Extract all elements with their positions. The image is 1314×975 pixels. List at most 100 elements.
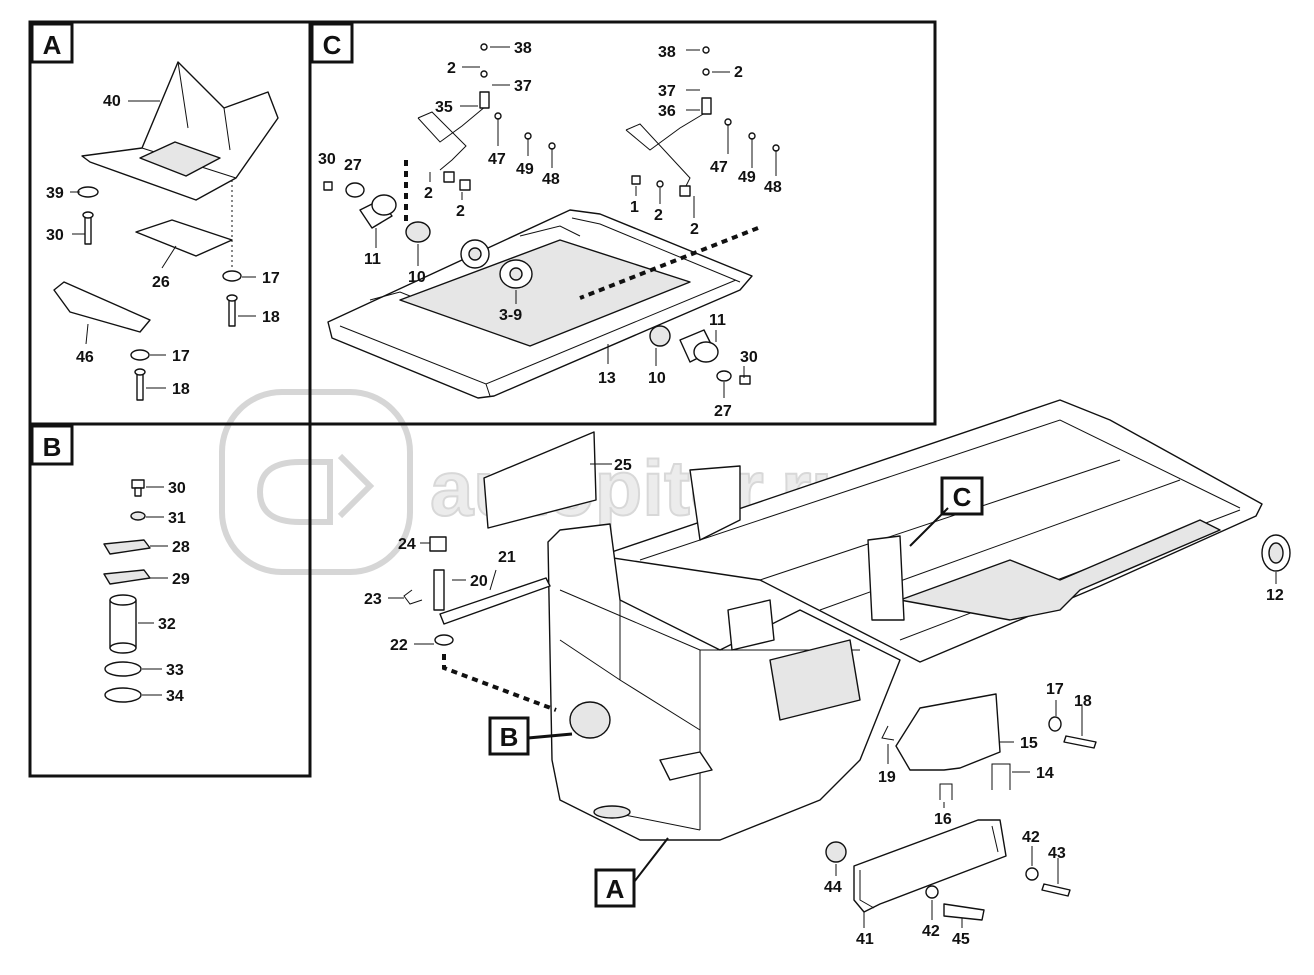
part-number-m21: 21: [498, 549, 516, 566]
callout-b-box: B: [488, 716, 573, 756]
line-part-35: [417, 105, 487, 171]
frame-rail-edges: [639, 419, 1241, 641]
fitting-part-2-c: [459, 179, 471, 191]
fitting-part-37-b: [701, 97, 712, 115]
part-number-c47b: 47: [710, 159, 728, 176]
bracket-part-15: [895, 693, 1001, 771]
washer-part-34: [104, 687, 142, 703]
plate-part-25: [483, 431, 597, 529]
part-number-c2b: 2: [424, 185, 433, 202]
part-number-m20: 20: [470, 573, 488, 590]
sleeve-part-10-a: [405, 221, 431, 243]
mount-block: [727, 599, 775, 651]
part-number-c2a: 2: [447, 60, 456, 77]
fitting-part-38-a: [480, 43, 488, 51]
section-b-label: B: [43, 432, 62, 462]
washer-part-17-m: [1048, 716, 1062, 732]
bolt-part-30-c-a: [323, 181, 333, 191]
part-number-a18a: 18: [262, 309, 280, 326]
bracket-part-46: [53, 281, 151, 333]
clip-part-23: [403, 589, 423, 605]
ubolt-part-14: [991, 763, 1011, 790]
part-number-m42b: 42: [922, 923, 940, 940]
part-number-m41: 41: [856, 931, 874, 948]
part-number-c37a: 37: [514, 78, 532, 95]
main-numbers: 25 24 21 23 20 22 12 17 18 15 19 14 16 4…: [364, 457, 1284, 948]
part-number-m23: 23: [364, 591, 382, 608]
fitting-part-37-a: [479, 91, 490, 109]
part-number-c11b: 11: [709, 312, 726, 329]
part-number-c10a: 10: [408, 269, 426, 286]
fitting-part-2-b: [443, 171, 455, 183]
bolt-part-30-a: [84, 214, 92, 245]
part-number-c39: 3-9: [499, 307, 522, 324]
frame-rails: [599, 399, 1263, 663]
part-number-m12: 12: [1266, 587, 1284, 604]
bolt-part-18-b-head: [134, 368, 146, 376]
washer-part-33: [104, 661, 142, 677]
part-number-m43: 43: [1048, 845, 1066, 862]
section-b-label-box: B: [30, 424, 74, 466]
part-number-a30: 30: [46, 227, 64, 244]
nut-part-31: [130, 511, 146, 521]
hitch-part-b: [569, 701, 611, 739]
section-c-frame: [308, 20, 937, 426]
tray-part-40: [81, 61, 279, 201]
sleeve-part-10-b: [649, 325, 671, 347]
callout-c-box: C: [909, 476, 984, 547]
bolt-part-18-m: [1063, 735, 1097, 749]
bolt-part-43: [1041, 883, 1071, 897]
part-number-c35: 35: [435, 99, 453, 116]
chassis-window: [769, 639, 861, 721]
main-dashed-paths: [442, 654, 557, 712]
part-number-a17a: 17: [262, 270, 280, 287]
fitting-part-2-a: [480, 70, 488, 78]
part-number-m44: 44: [824, 879, 842, 896]
section-b-parts: [103, 479, 151, 703]
part-number-c30b: 30: [740, 349, 758, 366]
part-number-b33: 33: [166, 662, 184, 679]
cradle-frame-edges: [339, 217, 741, 397]
section-a-parts: [53, 61, 279, 401]
part-number-c1: 1: [630, 199, 639, 216]
part-number-m15: 15: [1020, 735, 1038, 752]
section-c-leaders: [375, 46, 777, 398]
part-number-b32: 32: [158, 616, 176, 633]
callout-a-box: A: [594, 837, 669, 908]
spring-part-19: [881, 725, 895, 741]
bracket-part-41: [853, 819, 1007, 913]
section-c-label: C: [323, 30, 342, 60]
part-number-m25: 25: [614, 457, 632, 474]
section-c-dashed-paths: [404, 160, 759, 300]
nut-part-44: [825, 841, 847, 863]
section-a-label-box: A: [30, 22, 74, 64]
part-number-c2d: 2: [734, 64, 743, 81]
main-leaders: [388, 463, 1277, 928]
section-b-leaders: [138, 486, 168, 696]
link-part-21: [439, 577, 551, 625]
part-number-a18b: 18: [172, 381, 190, 398]
bolt-part-30-a-head: [82, 211, 94, 219]
part-number-c2e: 2: [654, 207, 663, 224]
part-number-a17b: 17: [172, 348, 190, 365]
tray-part-40-opening: [139, 141, 221, 177]
section-c-numbers: 38 2 37 35 47 49 48 30 27 2 2 11 10 3-9 …: [318, 40, 782, 420]
washer-part-27-a: [345, 182, 365, 198]
washer-part-17-b: [130, 349, 150, 361]
main-frame-assembly: [403, 399, 1291, 921]
bolt-part-18-b: [136, 371, 144, 401]
part-number-c37b: 37: [658, 83, 676, 100]
part-number-a39: 39: [46, 185, 64, 202]
part-number-m45: 45: [952, 931, 970, 948]
washer-part-27-b: [716, 370, 732, 382]
washer-part-39: [77, 186, 99, 198]
section-a-leaders: [70, 100, 256, 389]
bolt-part-18-a: [228, 297, 236, 327]
pin-part-32: [109, 599, 137, 649]
part-number-m17: 17: [1046, 681, 1064, 698]
section-b-frame: [28, 422, 312, 778]
part-number-a26: 26: [152, 274, 170, 291]
part-number-m24: 24: [398, 536, 416, 553]
